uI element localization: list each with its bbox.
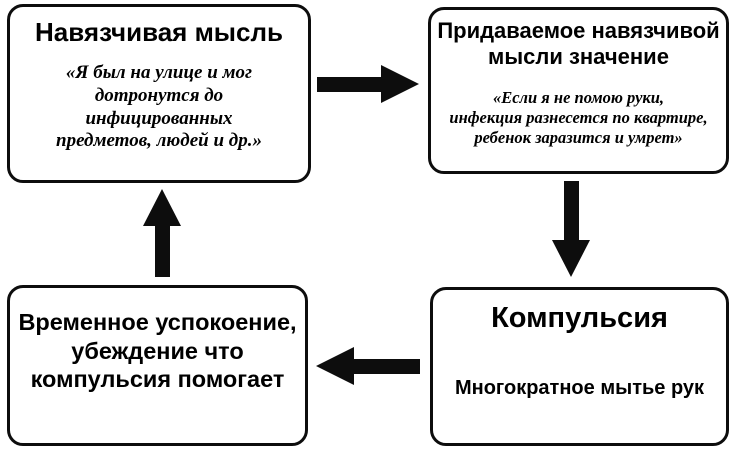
box-attributed-meaning: Придаваемое навязчивой мысли значение «Е… bbox=[428, 7, 729, 174]
obsessive-thought-quote: «Я был на улице и мог дотронутся до инфи… bbox=[56, 62, 262, 152]
arrow-up-icon bbox=[143, 189, 181, 277]
arrow-down-icon bbox=[552, 181, 590, 277]
obsessive-thought-title: Навязчивая мысль bbox=[35, 17, 283, 47]
box-compulsion: Компульсия Многократное мытье рук bbox=[430, 287, 729, 446]
attributed-meaning-quote: «Если я не помою руки, инфекция разнесет… bbox=[449, 87, 708, 147]
attributed-meaning-title: Придаваемое навязчивой мысли значение bbox=[437, 18, 720, 69]
arrow-head bbox=[552, 240, 590, 277]
arrow-shaft bbox=[563, 181, 579, 240]
arrow-right-icon bbox=[317, 65, 419, 103]
arrow-shaft bbox=[354, 358, 420, 374]
box-temporary-relief: Временное успокоение, убеждение что комп… bbox=[7, 285, 308, 446]
arrow-head bbox=[316, 347, 354, 385]
arrow-shaft bbox=[317, 76, 381, 92]
arrow-head bbox=[381, 65, 419, 103]
box-obsessive-thought: Навязчивая мысль «Я был на улице и мог д… bbox=[7, 4, 311, 183]
temporary-relief-title: Временное успокоение, убеждение что комп… bbox=[18, 309, 297, 393]
arrow-left-icon bbox=[316, 347, 420, 385]
arrow-head bbox=[143, 189, 181, 226]
compulsion-description: Многократное мытье рук bbox=[454, 377, 705, 399]
compulsion-title: Компульсия bbox=[491, 302, 668, 334]
arrow-shaft bbox=[154, 226, 170, 277]
